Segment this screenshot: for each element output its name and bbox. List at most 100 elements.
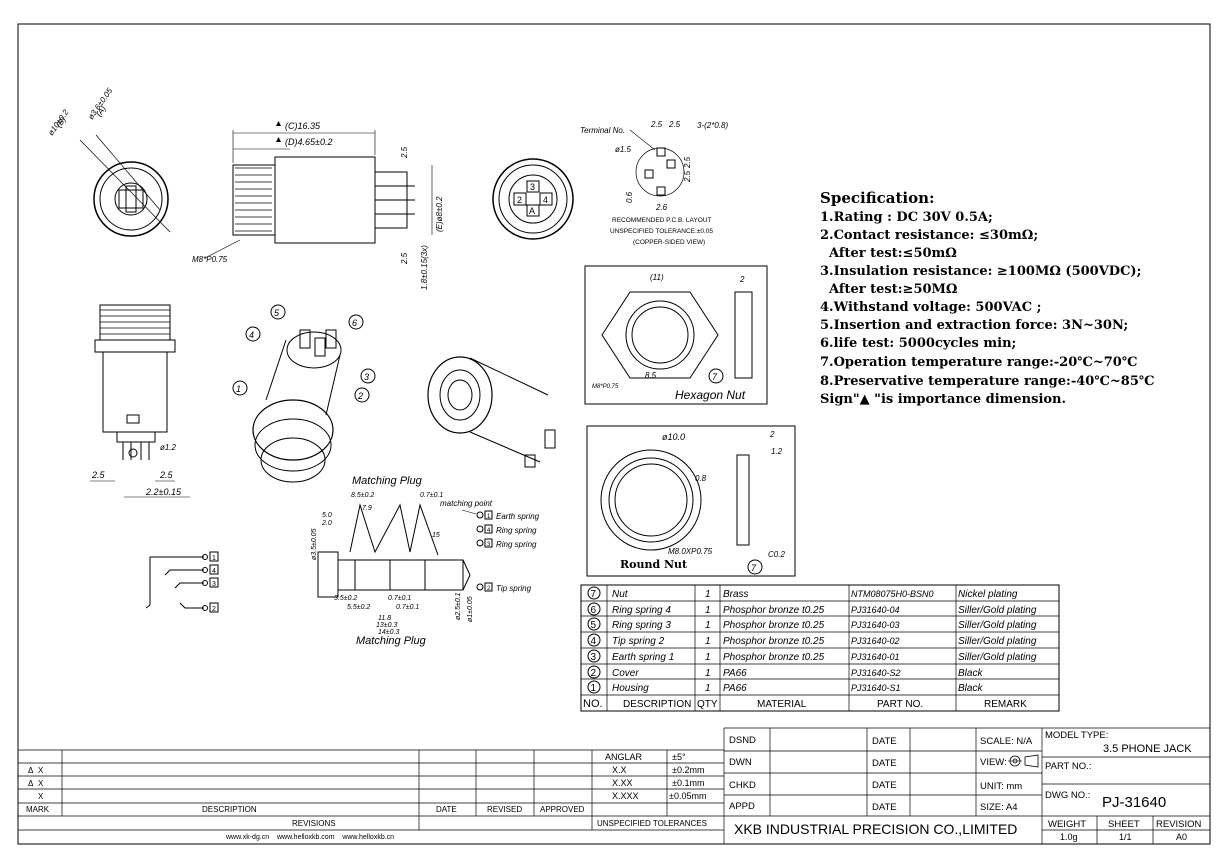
schematic: 1 4 3 2	[145, 551, 219, 613]
iso-callout-1	[232, 380, 248, 396]
dim-c: (C)16.35	[285, 121, 321, 131]
company-name: XKB INDUSTRIAL PRECISION CO.,LIMITED	[734, 821, 1017, 837]
svg-text:±0.2mm: ±0.2mm	[672, 765, 704, 775]
svg-text:ANGLAR: ANGLAR	[605, 752, 643, 762]
plug-title-bot: Matching Plug	[356, 635, 427, 647]
svg-text:X: X	[38, 779, 44, 788]
approved-label: APPROVED	[540, 805, 585, 814]
svg-text:2: 2	[212, 606, 216, 613]
svg-text:DATE: DATE	[872, 780, 897, 791]
hex-caption: Hexagon Nut	[675, 388, 746, 402]
svg-text:15: 15	[432, 532, 440, 539]
spring-label-2: Ring spring	[496, 526, 537, 535]
revised-label: REVISED	[487, 805, 522, 814]
rn-2: 2	[769, 430, 775, 439]
svg-text:1.0g: 1.0g	[1060, 832, 1078, 842]
bom-callout-circle	[587, 633, 601, 647]
svg-text:X.XX: X.XX	[612, 778, 633, 788]
bom-cell-mat: Phosphor bronze t0.25	[723, 636, 825, 647]
svg-text:11.8: 11.8	[378, 615, 391, 622]
bom-callout-circle	[587, 665, 601, 679]
spec-title: Specification:	[820, 189, 935, 207]
bom-cell-rem: Siller/Gold plating	[958, 636, 1037, 647]
bom-cell-part: NTM08075H0-BSN0	[851, 589, 934, 599]
svg-text:1: 1	[236, 384, 241, 394]
bom-cell-rem: Siller/Gold plating	[958, 605, 1037, 616]
spec-line-4: 3.Insulation resistance: ≥100MΩ (500VDC)…	[820, 264, 1141, 279]
bom-cell-qty: 1	[705, 668, 711, 679]
svg-text:ø1±0.05: ø1±0.05	[467, 596, 474, 622]
svg-text:X.X: X.X	[612, 765, 627, 775]
svg-text:ø3.5±0.05: ø3.5±0.05	[311, 528, 318, 560]
spec-line-10: 8.Preservative temperature range:-40℃~85…	[820, 374, 1154, 389]
svg-text:13±0.3: 13±0.3	[376, 622, 397, 629]
bom-cell-mat: Phosphor bronze t0.25	[723, 652, 825, 663]
bom-callout-circle	[587, 586, 601, 600]
dim-18: 1.8±0.15(3x)	[420, 245, 429, 290]
bottom-view: ø1.2 2.5 2.5 2.2±0.15	[90, 304, 190, 498]
svg-text:±0.1mm: ±0.1mm	[672, 778, 704, 788]
iso-callout-3	[360, 368, 376, 384]
bom-cell-rem: Siller/Gold plating	[958, 652, 1037, 663]
rn-12: 1.2	[771, 447, 783, 456]
bom-cell-part: PJ31640-03	[851, 620, 900, 630]
svg-text:4: 4	[487, 528, 491, 534]
svg-text:NO.: NO.	[583, 698, 603, 710]
svg-text:DWN: DWN	[729, 757, 752, 768]
side-view: (C)16.35 (D)4.65±0.2 2.5 2.5 (E)ø8±0.2 1…	[192, 121, 444, 290]
title-block	[18, 727, 1210, 844]
svg-text:SIZE: A4: SIZE: A4	[980, 802, 1018, 813]
front-view: (B) ø10±0.2 (A) ø3.6±0.05	[46, 86, 171, 237]
bom-cell-part: PJ31640-S2	[851, 668, 901, 678]
svg-text:X: X	[38, 792, 44, 801]
spec-line-9: 7.Operation temperature range:-20℃~70℃	[820, 355, 1137, 370]
svg-text:7: 7	[712, 372, 718, 382]
svg-text:DESCRIPTION: DESCRIPTION	[623, 699, 691, 710]
svg-text:14±0.3: 14±0.3	[378, 629, 399, 636]
bom-cell-qty: 1	[705, 636, 711, 647]
svg-text:2: 2	[517, 195, 522, 205]
bot-25b: 2.5	[159, 470, 174, 480]
spec-line-5: After test:≥50MΩ	[820, 282, 958, 297]
bom-cell-no: 2	[591, 668, 597, 679]
svg-text:4: 4	[249, 330, 254, 340]
spec-line-8: 6.life test: 5000cycles min;	[820, 336, 1016, 351]
rn-thread: M8.0XP0.75	[668, 547, 713, 556]
svg-text:MODEL TYPE:: MODEL TYPE:	[1045, 730, 1108, 741]
date-label: DATE	[436, 805, 457, 814]
bom-cell-no: 3	[591, 652, 597, 663]
svg-text:Δ: Δ	[28, 766, 34, 775]
svg-text:4: 4	[543, 195, 548, 205]
bom-cell-part: PJ31640-S1	[851, 683, 901, 693]
pcb-26: 2.6	[655, 203, 668, 212]
svg-text:X: X	[38, 766, 44, 775]
revisions-label: REVISIONS	[292, 819, 336, 828]
bom-cell-desc: Nut	[612, 589, 629, 600]
svg-text:DSND: DSND	[729, 735, 756, 746]
hex-callout	[708, 368, 724, 384]
iso-callout-2	[354, 387, 370, 403]
svg-text:UNSPECIFIED TOLERANCES: UNSPECIFIED TOLERANCES	[597, 819, 707, 828]
svg-text:3.5±0.2: 3.5±0.2	[334, 595, 357, 602]
svg-text:2.0: 2.0	[321, 520, 332, 527]
websites: www.xk-dg.cn www.helloxkb.com www.hellox…	[225, 834, 394, 841]
terminal-label: Terminal No.	[580, 126, 625, 135]
bom-cell-mat: Brass	[723, 589, 749, 600]
svg-text:X.XXX: X.XXX	[612, 791, 639, 801]
svg-text:1: 1	[487, 514, 491, 520]
pcb-note3: (COPPER-SIDED VIEW)	[633, 239, 705, 246]
bom-cell-mat: PA66	[723, 668, 747, 679]
dim-25a: 2.5	[400, 146, 409, 159]
bom-cell-part: PJ31640-02	[851, 636, 900, 646]
bom-cell-qty: 1	[705, 605, 711, 616]
spec-line-3: After test:≤50mΩ	[820, 246, 957, 261]
svg-text:PART NO.: PART NO.	[877, 699, 923, 710]
svg-text:QTY: QTY	[697, 699, 718, 710]
bom-cell-mat: PA66	[723, 683, 747, 694]
drawing-number: PJ-31640	[1102, 794, 1166, 811]
pcb-note1: RECOMMENDED P.C.B. LAYOUT	[612, 217, 711, 224]
